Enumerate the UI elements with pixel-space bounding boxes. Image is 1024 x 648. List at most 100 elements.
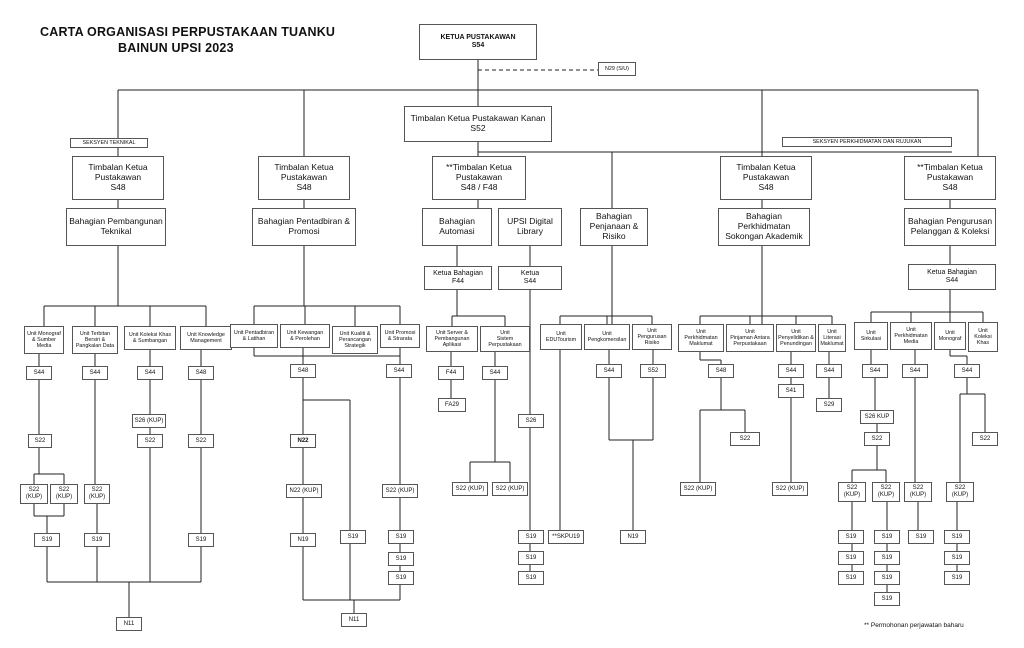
box-u-sirkulasi: Unit Sirkulasi bbox=[854, 322, 888, 350]
box-label: Bahagian Pentadbiran & Promosi bbox=[257, 216, 351, 236]
box-c16-s22: S22 bbox=[864, 432, 890, 446]
box-tkp5: **Timbalan Ketua Pustakawan S48 bbox=[904, 156, 996, 200]
box-ketua: KETUA PUSTAKAWAN S54 bbox=[419, 24, 537, 60]
box-label: S19 bbox=[881, 533, 893, 540]
box-u-penyelidikan: Unit Penyelidikan & Penundingan bbox=[776, 324, 816, 352]
box-label: SEKSYEN PERKHIDMATAN DAN RUJUKAN bbox=[812, 138, 922, 145]
box-label: S19 bbox=[41, 536, 53, 543]
box-label: S48 bbox=[195, 369, 207, 376]
box-label: S22 (KUP) bbox=[25, 487, 43, 500]
box-c4-s22: S22 bbox=[188, 434, 214, 448]
box-label: S44 bbox=[393, 367, 405, 374]
box-label: N29 (S/U) bbox=[605, 65, 629, 72]
box-u-monograf-sm: Unit Monograf & Sumber Media bbox=[24, 326, 64, 354]
box-label: S48 bbox=[297, 367, 309, 374]
box-c14-s41: S41 bbox=[778, 384, 804, 398]
box-c3-s22: S22 bbox=[137, 434, 163, 448]
box-label: S22 (KUP) bbox=[455, 485, 485, 492]
box-kb-s44: Ketua Bahagian S44 bbox=[908, 264, 996, 290]
box-c3-s26k: S26 (KUP) bbox=[132, 414, 166, 428]
box-label: S41 bbox=[785, 387, 797, 394]
box-tkp4: Timbalan Ketua Pustakawan S48 bbox=[720, 156, 812, 200]
box-u-promosi: Unit Promosi & Strarata bbox=[380, 324, 420, 348]
box-ketua-s44: Ketua S44 bbox=[498, 266, 562, 290]
box-label: S26 (KUP) bbox=[134, 417, 164, 424]
box-n11-b: N11 bbox=[341, 613, 367, 627]
box-label: S19 bbox=[951, 533, 963, 540]
box-label: S19 bbox=[195, 536, 207, 543]
box-label: Unit Perkhidmatan Media bbox=[894, 326, 928, 346]
box-label: Unit Terbitan Bersiri & Pangkalan Data bbox=[75, 330, 115, 350]
box-label: Unit Kualiti & Perancangan Strategik bbox=[338, 330, 372, 350]
box-u-sistem: Unit Sistem Perpustakaan bbox=[480, 326, 530, 352]
box-u-pentadbiran: Unit Pentadbiran & Latihan bbox=[230, 324, 278, 348]
box-c9-s26: S26 bbox=[518, 414, 544, 428]
box-label: N11 bbox=[123, 620, 135, 627]
box-label: Unit Perkhidmatan Maklumat bbox=[684, 328, 718, 348]
box-label: S44 bbox=[89, 369, 101, 376]
box-c11-n19: N19 bbox=[620, 530, 646, 544]
box-label: Ketua S44 bbox=[520, 269, 540, 285]
box-label: Unit Sistem Perpustakaan bbox=[488, 329, 522, 349]
box-label: N19 bbox=[627, 533, 639, 540]
box-label: S44 bbox=[489, 369, 501, 376]
box-bag-automasi: Bahagian Automasi bbox=[422, 208, 492, 246]
box-u-monograf: Unit Monograf bbox=[934, 322, 966, 350]
box-c1-s22: S22 bbox=[28, 434, 52, 448]
box-label: Ketua Bahagian F44 bbox=[433, 269, 483, 285]
box-c16-s19-a2: S19 bbox=[838, 551, 864, 565]
box-u-kewangan: Unit Kewangan & Perolehan bbox=[280, 324, 330, 348]
box-label: S19 bbox=[395, 574, 407, 581]
box-label: Bahagian Pembangunan Teknikal bbox=[69, 216, 163, 236]
box-label: S22 bbox=[195, 437, 207, 444]
box-c3-s44: S44 bbox=[137, 366, 163, 380]
box-label: S19 bbox=[395, 533, 407, 540]
box-label: S19 bbox=[845, 554, 857, 561]
box-c16-s19-b4: S19 bbox=[874, 592, 900, 606]
box-label: S52 bbox=[647, 367, 659, 374]
box-label: Ketua Bahagian S44 bbox=[927, 268, 977, 284]
box-kb-f44: Ketua Bahagian F44 bbox=[424, 266, 492, 290]
box-label: S48 bbox=[715, 367, 727, 374]
box-label: S22 (KUP) bbox=[775, 485, 805, 492]
box-c6-s19-b: S19 bbox=[388, 552, 414, 566]
box-tkpk: Timbalan Ketua Pustakawan Kanan S52 bbox=[404, 106, 552, 142]
box-label: S26 bbox=[525, 417, 537, 424]
box-c17-s19: S19 bbox=[908, 530, 934, 544]
box-tkp1: Timbalan Ketua Pustakawan S48 bbox=[72, 156, 164, 200]
box-c6-s22k: S22 (KUP) bbox=[382, 484, 418, 498]
box-label: S22 (KUP) bbox=[843, 485, 861, 498]
box-label: **Timbalan Ketua Pustakawan S48 bbox=[917, 162, 983, 192]
box-c1-s44: S44 bbox=[26, 366, 52, 380]
box-label: Bahagian Pengurusan Pelanggan & Koleksi bbox=[907, 216, 993, 236]
box-label: N22 bbox=[297, 437, 309, 444]
box-label: S22 (KUP) bbox=[951, 485, 969, 498]
box-label: Timbalan Ketua Pustakawan Kanan S52 bbox=[410, 113, 546, 133]
box-label: **SKPU19 bbox=[552, 533, 580, 540]
box-label: S19 bbox=[845, 533, 857, 540]
box-c13-s22: S22 bbox=[730, 432, 760, 446]
box-c16-s44: S44 bbox=[862, 364, 888, 378]
box-label: Unit Literasi Maklumat bbox=[820, 328, 844, 348]
box-label: Timbalan Ketua Pustakawan S48 bbox=[736, 162, 796, 192]
box-c16-s19-a1: S19 bbox=[838, 530, 864, 544]
box-c17-s44: S44 bbox=[902, 364, 928, 378]
box-c18-s22k: S22 (KUP) bbox=[946, 482, 974, 502]
box-label: Timbalan Ketua Pustakawan S48 bbox=[274, 162, 334, 192]
box-label: SEKSYEN TEKNIKAL bbox=[82, 139, 136, 146]
box-label: Unit Pentadbiran & Latihan bbox=[233, 329, 275, 342]
chart-title-line-2: BAINUN UPSI 2023 bbox=[118, 41, 234, 56]
box-u-terbitan: Unit Terbitan Bersiri & Pangkalan Data bbox=[72, 326, 118, 354]
box-c16-s22k-b: S22 (KUP) bbox=[872, 482, 900, 502]
box-label: F44 bbox=[445, 369, 457, 376]
box-label: S19 bbox=[525, 533, 537, 540]
box-label: UPSI Digital Library bbox=[507, 216, 553, 236]
box-c5-n22: N22 bbox=[290, 434, 316, 448]
box-c16-s19-b3: S19 bbox=[874, 571, 900, 585]
box-label: Unit Knowledge Management bbox=[187, 331, 225, 344]
box-label: Unit Pengkomersilan bbox=[587, 330, 627, 343]
box-label: Unit Koleksi Khas & Sumbangan bbox=[128, 331, 172, 344]
box-label: S22 (KUP) bbox=[385, 487, 415, 494]
box-c6-s44: S44 bbox=[386, 364, 412, 378]
box-label: S22 (KUP) bbox=[877, 485, 895, 498]
